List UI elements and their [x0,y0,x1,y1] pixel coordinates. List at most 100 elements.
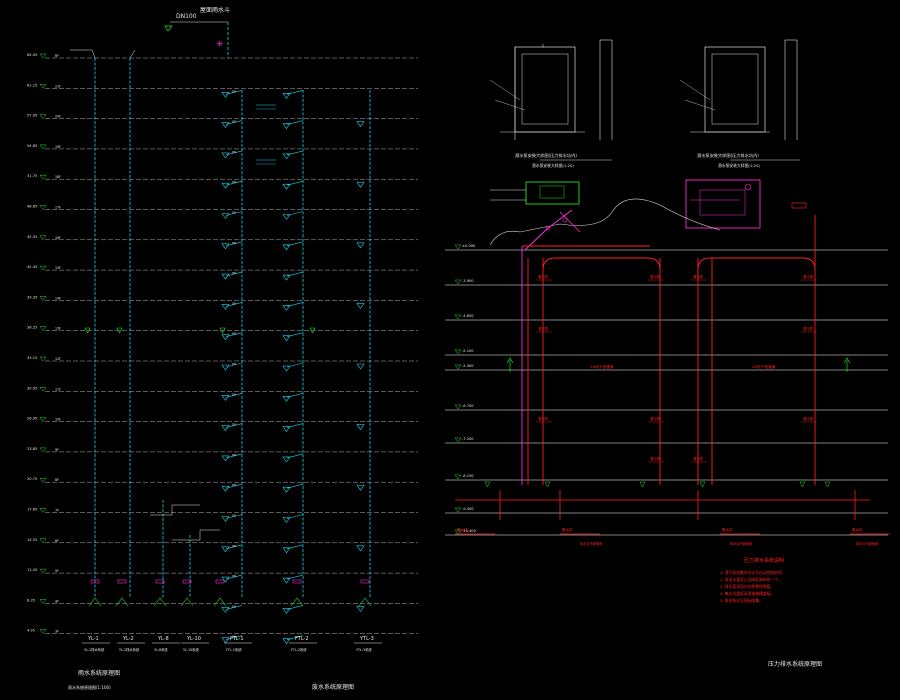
elevation-marker-icon [39,387,47,392]
elevation-marker-icon [39,508,47,513]
floor-drain-icon [221,516,230,523]
floor-drain-icon [282,426,291,433]
elevation-label: 8.35 [27,598,35,602]
elevation-label: -5.100 [462,349,474,353]
branch-pipe [172,529,220,541]
elevation-marker-icon [84,327,91,334]
branch-pipe [225,120,243,125]
riser-code: FTL-1 [230,636,244,642]
riser-note: FTL-2系统 [291,647,307,652]
floor-code: 20F [55,115,61,119]
fixture-size: DN [232,120,236,124]
branch-pipe [225,211,243,216]
note-3: 3. 排水管采用内外热镀锌钢管。 [720,584,774,589]
elevation-marker-icon [39,356,47,362]
elevation-label: -3.900 [462,279,474,283]
floor-code: 4F [55,599,59,603]
elevation-marker-icon [699,481,706,488]
branch-pipe [225,90,243,95]
right-floor-lines: ±0.000-3.900-4.650-5.100-5.300-6.700-7.2… [445,244,888,536]
elevation-label: 26.95 [27,417,37,421]
fixture-size: DN [232,392,236,396]
pump-label: 潜污泵 [650,274,661,279]
fixture-size: DN [232,332,236,336]
green-arrow-icon [506,357,514,372]
elevation-marker-icon [39,568,47,574]
branch-pipe [225,544,243,550]
header-pipe [697,257,816,271]
pit-label: 集水坑 [852,527,863,532]
pump-label: 潜污泵 [693,274,704,279]
elevation-marker-icon [39,417,47,423]
outlet-box [791,202,807,209]
base-fitting-icon [115,597,129,607]
floor-code: 13F [55,327,61,331]
elevation-label: 48.65 [27,205,37,209]
water-tank-box [490,181,580,205]
pit-label: 集水坑 [562,527,573,532]
base-fitting-icon [213,597,227,607]
branch-pipe [225,362,243,368]
pit-note: 排水至市政管网 [730,541,752,546]
elevation-marker-icon [219,327,226,334]
elevation-marker-icon [454,244,462,250]
floor-drain-icon [282,365,291,372]
elevation-label: -9.450 [462,507,474,511]
fixture-size: DN [232,635,236,639]
floor-drain-icon [282,456,291,463]
floor-drain-icon [221,394,230,401]
riser-code: YL-1 [87,636,99,642]
fixture-size: DN [232,301,236,305]
elevation-label: 17.65 [27,508,37,512]
detail-1-subtitle: 潜水泵安装大样图(1:20) [532,163,574,168]
floor-drain-icon [356,181,365,188]
elevation-marker-icon [309,327,316,334]
cleanout-icon [117,579,127,584]
roof-drain-label: 屋面雨水斗 [200,6,230,14]
elevation-label: ±0.000 [462,244,476,248]
elevation-label: 61.15 [27,83,37,87]
elevation-label: 64.05 [27,53,37,57]
vent-cap-icon: ✳ [216,40,224,50]
riser-note: YL-1排水系统 [84,647,105,652]
riser-code: YTL-3 [359,636,374,642]
note-1: 1. 潜污泵由集水坑水位自动控制启停。 [720,570,786,575]
elevation-label: -7.200 [462,437,474,441]
floor-code: 6F [55,539,59,543]
elevation-marker-icon [454,279,462,285]
note-2: 2. 泵出水管设止回阀及闸阀各一个。 [720,577,782,582]
floor-drain-icon [356,242,365,249]
elevation-marker-icon [454,529,462,535]
floor-drain-icon [356,606,365,612]
floor-code: 8F [55,478,59,482]
fixture-size: DN [232,423,236,427]
right-caption: 压力排水系统原理图 [768,660,822,668]
floor-drain-icon [221,152,230,159]
floor-drain-icon [221,485,230,492]
floor-drain-icon [356,121,365,128]
elevation-marker-icon [454,364,462,370]
roof-drain-size: DN100 [176,13,197,20]
floor-code: 10F [55,418,61,422]
branch-pipe [225,574,243,580]
floor-drain-icon [356,363,365,370]
fixture-size: DN [232,514,236,518]
elevation-label: 45.55 [27,235,37,239]
detail-2-subtitle: 潜水泵安装大样图(1:20) [718,163,760,168]
floor-code: 3F [55,630,59,634]
floor-code: RF [55,54,59,58]
corridor-label: 2#地下室通道 [752,364,776,369]
control-box [685,179,761,229]
elevation-marker-icon [544,481,551,488]
cleanout-icon [90,579,100,584]
elevation-marker-icon [454,349,462,355]
branch-pipe [225,150,243,156]
riser-note: FTL-1系统 [226,647,242,652]
branch-pipe [225,635,243,640]
elevation-label: -8.150 [462,474,474,478]
elevation-label: 42.45 [27,265,37,269]
pump-label: 潜污泵 [538,326,549,331]
floor-drain-icon [221,122,230,129]
